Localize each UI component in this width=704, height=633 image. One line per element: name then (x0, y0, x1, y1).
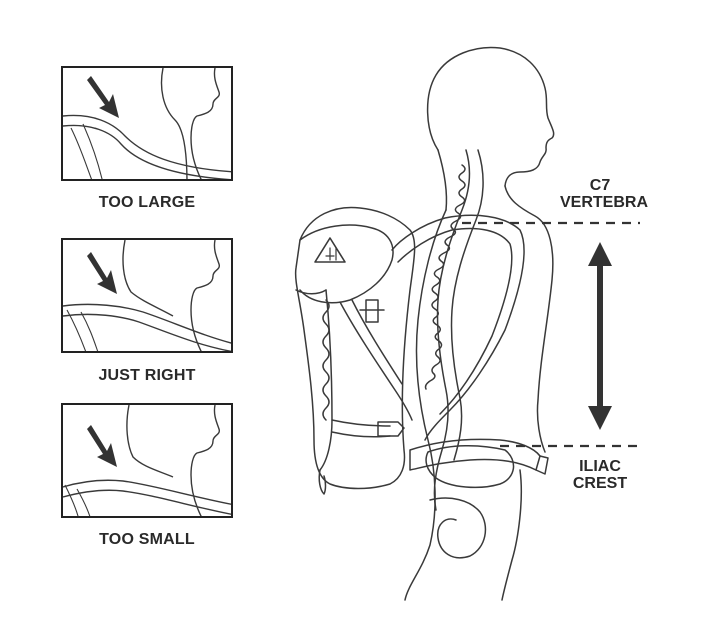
too-small-caption: TOO SMALL (99, 531, 195, 548)
iliac-crest-label: ILIAC CREST (572, 458, 628, 492)
fit-panel-too-large (61, 66, 233, 181)
head-outline (426, 46, 555, 187)
too-large-caption: TOO LARGE (98, 194, 196, 211)
torso-length-arrow-icon (588, 242, 612, 430)
brand-logo-icon (314, 237, 346, 263)
spine-outline (433, 149, 471, 511)
torso-front-outline (504, 185, 554, 453)
too-small-illustration (63, 405, 231, 516)
too-large-illustration (63, 68, 231, 179)
hip-belt-outline (409, 438, 541, 471)
fit-panel-too-small (61, 403, 233, 518)
just-right-caption: JUST RIGHT (98, 367, 196, 384)
arrow-icon (87, 252, 117, 294)
c7-vertebra-label: C7 VERTEBRA (560, 177, 649, 211)
backpack-outline (294, 206, 416, 490)
arrow-icon (87, 425, 117, 467)
fit-panel-just-right (61, 238, 233, 353)
arrow-icon (87, 76, 119, 118)
torso-back-outline (404, 209, 447, 601)
just-right-illustration (63, 240, 231, 351)
